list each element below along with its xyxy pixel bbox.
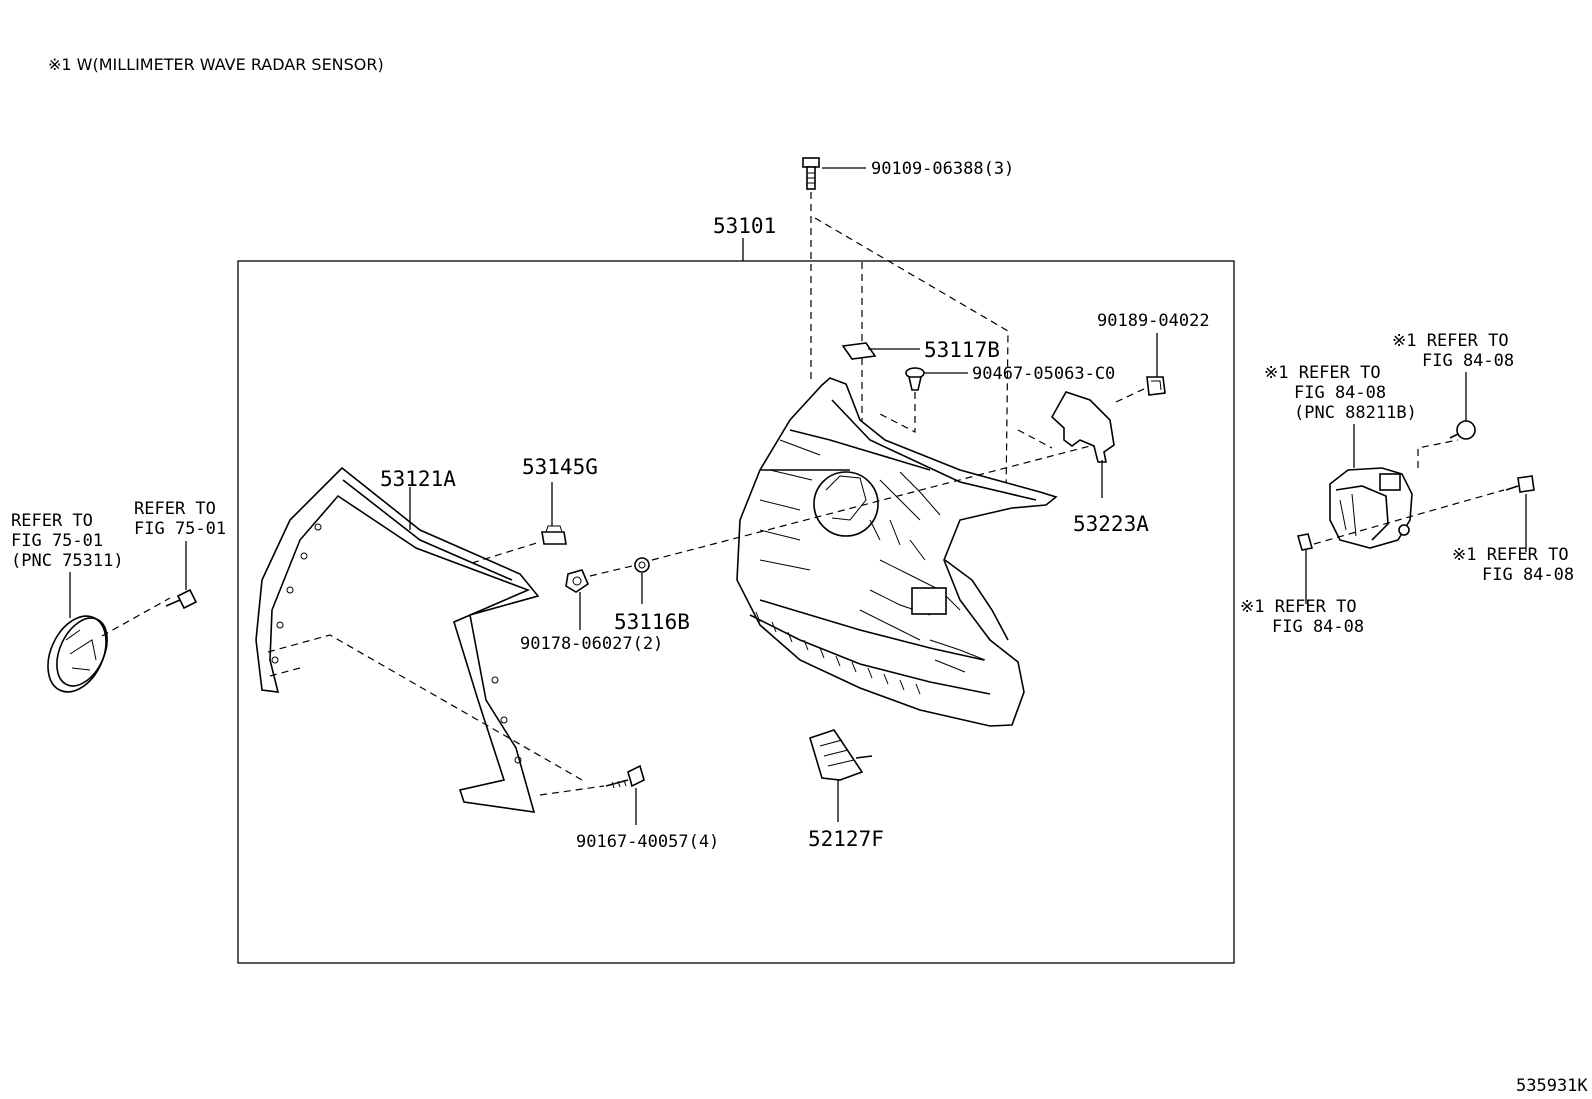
- header-note: ※1 W(MILLIMETER WAVE RADAR SENSOR): [48, 55, 384, 74]
- label-90167[interactable]: 90167-40057(4): [576, 832, 719, 852]
- label-90109[interactable]: 90109-06388(3): [871, 159, 1014, 179]
- ref-radar-sensor-line2[interactable]: FIG 84-08: [1294, 383, 1386, 403]
- ref-radar-nut-line2[interactable]: FIG 84-08: [1272, 617, 1364, 637]
- label-90467[interactable]: 90467-05063-C0: [972, 364, 1115, 384]
- bolt-90109-icon: [802, 157, 820, 190]
- label-53145G[interactable]: 53145G: [522, 455, 598, 479]
- ref-radar-right-bolt-line1[interactable]: ※1 REFER TO: [1452, 545, 1569, 565]
- ref-emblem-line2[interactable]: FIG 75-01: [11, 531, 103, 551]
- ref-radar-sensor-line3[interactable]: (PNC 88211B): [1294, 403, 1417, 423]
- ref-radar-right-bolt-line2[interactable]: FIG 84-08: [1482, 565, 1574, 585]
- label-90178[interactable]: 90178-06027(2): [520, 634, 663, 654]
- label-53101[interactable]: 53101: [713, 214, 776, 238]
- label-52127F[interactable]: 52127F: [808, 827, 884, 851]
- radiator-grille-body: [736, 377, 1058, 727]
- figure-id: 535931K: [1516, 1076, 1588, 1096]
- clip-53117B-icon: [841, 342, 877, 360]
- nut-90189-icon: [1146, 376, 1166, 396]
- label-53223A[interactable]: 53223A: [1073, 512, 1149, 536]
- radar-right-bolt-icon: [1505, 475, 1535, 493]
- label-53117B[interactable]: 53117B: [924, 338, 1000, 362]
- nut-90178-icon: [565, 569, 589, 593]
- ref-radar-top-bolt-line1[interactable]: ※1 REFER TO: [1392, 331, 1509, 351]
- assembly-53101-frame: [237, 260, 1235, 964]
- screw-90167-icon: [605, 764, 645, 789]
- ref-screw-line1[interactable]: REFER TO: [134, 499, 216, 519]
- cover-52127F-icon: [809, 729, 873, 781]
- label-90189[interactable]: 90189-04022: [1097, 311, 1210, 331]
- ref-emblem-line3[interactable]: (PNC 75311): [11, 551, 124, 571]
- grille-surround-53121A: [255, 466, 540, 813]
- ref-radar-nut-line1[interactable]: ※1 REFER TO: [1240, 597, 1357, 617]
- clip-90467-icon: [905, 367, 925, 391]
- radar-nut-icon: [1296, 533, 1314, 551]
- emblem-screw-icon: [165, 588, 198, 610]
- ref-screw-line2[interactable]: FIG 75-01: [134, 519, 226, 539]
- label-53116B[interactable]: 53116B: [614, 610, 690, 634]
- radar-top-bolt-icon: [1449, 420, 1476, 440]
- radar-sensor-icon: [1329, 467, 1413, 549]
- clip-53145G-icon: [541, 525, 567, 545]
- ref-radar-top-bolt-line2[interactable]: FIG 84-08: [1422, 351, 1514, 371]
- ref-radar-sensor-line1[interactable]: ※1 REFER TO: [1264, 363, 1381, 383]
- ref-emblem-line1[interactable]: REFER TO: [11, 511, 93, 531]
- emblem-mount-icon: [813, 471, 879, 537]
- bracket-53223A-icon: [1050, 391, 1115, 463]
- label-53121A[interactable]: 53121A: [380, 467, 456, 491]
- emblem-icon: [47, 615, 108, 693]
- clip-53116B-icon: [634, 557, 650, 573]
